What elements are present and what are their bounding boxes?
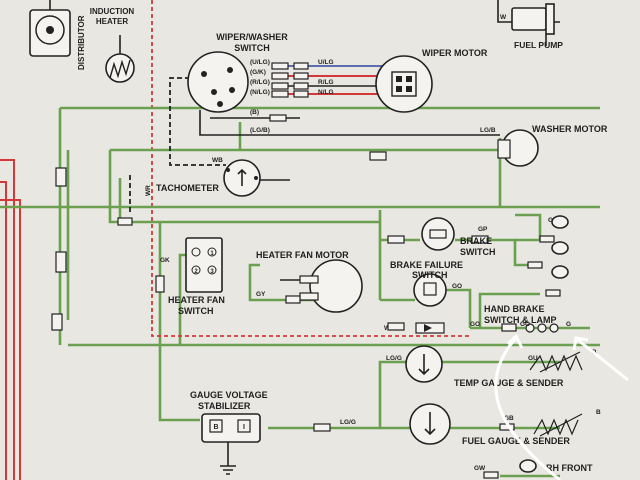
wire-code-gw: GW bbox=[474, 465, 486, 472]
wiper-switch-label-1: WIPER/WASHER bbox=[216, 32, 288, 42]
switch-pos-1: 1 bbox=[210, 251, 214, 257]
brake-failure-switch bbox=[413, 273, 447, 307]
fuel-pump-label: FUEL PUMP bbox=[514, 40, 563, 50]
distributor-label: DISTRIBUTOR bbox=[77, 15, 86, 70]
wire-code-lg-b: LG/B bbox=[480, 127, 496, 134]
stabilizer-label-2: STABILIZER bbox=[198, 401, 251, 411]
brake-failure-label-2: SWITCH bbox=[412, 270, 448, 280]
wire-code-n-lg-1: (N/LG) bbox=[250, 89, 270, 96]
wiper-motor bbox=[375, 55, 433, 113]
wire-code-lg-b-paren: (LG/B) bbox=[250, 127, 270, 134]
wire-code-g: G bbox=[566, 321, 571, 328]
heater-fan-switch bbox=[185, 237, 223, 293]
brake-switch-label-1: BRAKE bbox=[460, 236, 492, 246]
heater-fan-switch-label-2: SWITCH bbox=[178, 306, 214, 316]
stabilizer-terminal-b: B bbox=[213, 424, 218, 431]
tachometer-label: TACHOMETER bbox=[156, 183, 219, 193]
gauge-voltage-stabilizer bbox=[201, 413, 331, 475]
red-dashed-wr bbox=[151, 320, 470, 337]
wire-code-b: (B) bbox=[250, 109, 259, 116]
hand-brake-switch-lamp bbox=[415, 322, 559, 334]
fuel-pump bbox=[511, 3, 555, 46]
wiper-washer-switch bbox=[187, 51, 249, 113]
brake-failure-label-1: BRAKE FAILURE bbox=[390, 260, 463, 270]
induction-heater-label-1: INDUCTION bbox=[90, 7, 135, 16]
wire-code-gu: GU bbox=[528, 355, 538, 362]
inline-connectors bbox=[51, 167, 405, 331]
induction-heater bbox=[105, 35, 135, 83]
wire-code-wb: WB bbox=[212, 157, 223, 164]
wire-code-w: W bbox=[500, 14, 507, 21]
wire-code-u-lg-1: (U/LG) bbox=[250, 59, 270, 66]
wire-code-g-k: (G/K) bbox=[250, 69, 266, 76]
wire-code-u-lg-2: U/LG bbox=[318, 59, 334, 66]
wire-code-lg-g-2: LG/G bbox=[340, 419, 356, 426]
brake-switch bbox=[387, 217, 489, 251]
temp-gauge-label: TEMP GAUGE & SENDER bbox=[454, 378, 564, 388]
wire-code-go-1: GO bbox=[452, 283, 462, 290]
switch-pos-3: 3 bbox=[210, 269, 214, 275]
wire-code-gk: GK bbox=[160, 257, 170, 264]
washer-motor-label: WASHER MOTOR bbox=[532, 124, 608, 134]
switch-pos-2: 2 bbox=[194, 269, 198, 275]
distributor bbox=[29, 0, 71, 57]
wire-code-r-lg-2: R/LG bbox=[318, 79, 334, 86]
wire-code-wr-vert: WR bbox=[145, 185, 152, 196]
heater-fan-switch-label-1: HEATER FAN bbox=[168, 295, 225, 305]
fuel-gauge-label: FUEL GAUGE & SENDER bbox=[462, 436, 570, 446]
wire-code-gy: GY bbox=[256, 291, 266, 298]
annotation-arrows bbox=[494, 333, 629, 480]
hand-brake-label-2: SWITCH & LAMP bbox=[484, 315, 557, 325]
wiper-motor-label: WIPER MOTOR bbox=[422, 48, 488, 58]
heater-fan-motor-label: HEATER FAN MOTOR bbox=[256, 250, 349, 260]
wire-code-go-2: GO bbox=[470, 321, 480, 328]
induction-heater-label-2: HEATER bbox=[96, 17, 129, 26]
washer-motor bbox=[497, 129, 539, 167]
temp-gauge bbox=[405, 345, 583, 383]
stabilizer-terminal-i: I bbox=[243, 424, 245, 431]
stabilizer-label-1: GAUGE VOLTAGE bbox=[190, 390, 268, 400]
wire-code-gb: GB bbox=[504, 415, 514, 422]
rh-front bbox=[483, 459, 537, 479]
wire-code-n-lg-2: N/LG bbox=[318, 89, 334, 96]
wire-code-b-1: B bbox=[596, 409, 601, 416]
tachometer bbox=[223, 159, 261, 197]
hand-brake-label-1: HAND BRAKE bbox=[484, 304, 545, 314]
wire-code-r-lg-1: (R/LG) bbox=[250, 79, 270, 86]
brake-switch-label-2: SWITCH bbox=[460, 247, 496, 257]
wiper-switch-label-2: SWITCH bbox=[234, 43, 270, 53]
rh-front-label: RH FRONT bbox=[546, 463, 593, 473]
fuel-gauge bbox=[409, 403, 583, 445]
wire-code-lg-g-1: LG/G bbox=[386, 355, 402, 362]
wire-code-go-3: GO bbox=[520, 321, 530, 328]
lamp-bulbs bbox=[527, 215, 569, 297]
heater-fan-motor bbox=[280, 259, 363, 313]
wiper-connectors bbox=[269, 62, 387, 161]
wire-code-gp-1: GP bbox=[478, 226, 488, 233]
left-red-wires bbox=[0, 159, 21, 480]
